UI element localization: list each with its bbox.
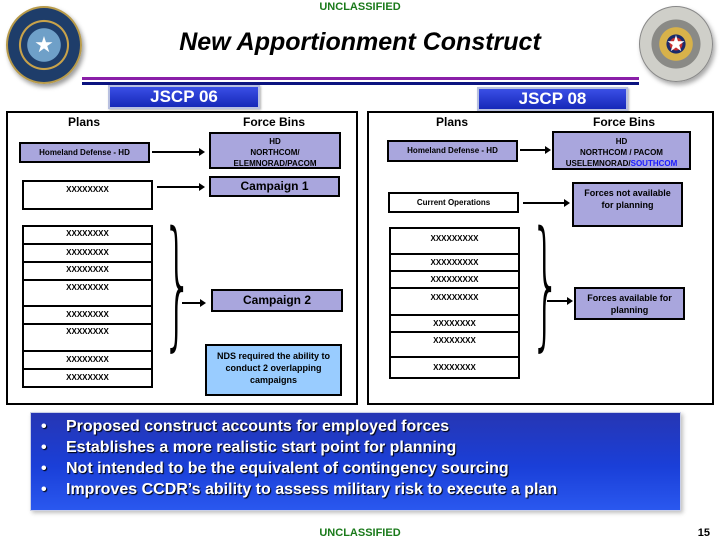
jscp06-hd-plan: Homeland Defense - HD <box>19 142 150 163</box>
plan-row: XXXXXXXX <box>22 225 153 245</box>
jscp08-hd-plan: Homeland Defense - HD <box>387 140 518 162</box>
jscp08-forces-available: Forces available for planning <box>574 287 685 320</box>
plan-row: XXXXXXXX <box>22 279 153 307</box>
jscp06-force-bins-header: Force Bins <box>243 115 306 129</box>
jscp06-campaign2: Campaign 2 <box>211 289 343 312</box>
title-divider-navy <box>82 82 639 85</box>
hd-bin-line: USELEMNORAD/SOUTHCOM <box>565 159 678 168</box>
plan-row: XXXXXXXX <box>22 243 153 263</box>
jscp08-forces-not-available: Forces not available for planning <box>572 182 683 227</box>
jscp08-force-bins-header: Force Bins <box>593 115 656 129</box>
southcom-highlight: SOUTHCOM <box>630 159 678 168</box>
bullet-icon: • <box>41 460 47 477</box>
jscp06-plan-single: XXXXXXXX <box>22 180 153 210</box>
hd-bin-line: NORTHCOM/ <box>250 148 300 157</box>
plan-row: XXXXXXXX <box>389 331 520 358</box>
hd-bin-line: HD <box>615 137 628 146</box>
plan-row: XXXXXXXX <box>389 356 520 379</box>
arrow-icon <box>523 199 570 207</box>
hd-bin-line: NORTHCOM / PACOM <box>580 148 663 157</box>
bullet-item: •Improves CCDR’s ability to assess milit… <box>41 481 558 498</box>
jscp08-current-operations: Current Operations <box>388 192 519 213</box>
page-number: 15 <box>697 527 710 539</box>
bullet-icon: • <box>41 481 47 498</box>
bullet-item: •Proposed construct accounts for employe… <box>41 418 450 435</box>
bullet-icon: • <box>41 418 47 435</box>
arrow-icon <box>547 297 573 305</box>
plan-row: XXXXXXXXX <box>389 227 520 255</box>
jscp08-hd-bin: HD NORTHCOM / PACOM USELEMNORAD/SOUTHCOM <box>552 131 691 170</box>
dod-seal-icon: ★ <box>6 6 82 84</box>
bullet-item: •Not intended to be the equivalent of co… <box>41 460 509 477</box>
classification-top: UNCLASSIFIED <box>319 1 401 13</box>
classification-bottom: UNCLASSIFIED <box>319 527 401 539</box>
jscp08-plans-header: Plans <box>436 115 469 129</box>
plan-row: XXXXXXXX <box>22 350 153 370</box>
arrow-icon <box>157 183 205 191</box>
jscp08-label: JSCP 08 <box>477 87 628 111</box>
hd-bin-line: HD <box>269 137 281 146</box>
jscp08-plan-stack: XXXXXXXXX XXXXXXXXX XXXXXXXXX XXXXXXXXX … <box>389 227 520 381</box>
page-title: New Apportionment Construct <box>179 28 541 56</box>
brace-icon: } <box>162 202 194 365</box>
arrow-icon <box>152 148 205 156</box>
bullet-icon: • <box>41 439 47 456</box>
arrow-icon <box>182 299 206 307</box>
plan-row: XXXXXXXX <box>22 368 153 388</box>
plan-row: XXXXXXXX <box>22 305 153 325</box>
jscp06-hd-bin: HD NORTHCOM/ ELEMNORAD/PACOM <box>209 132 341 169</box>
brace-icon: } <box>530 202 562 365</box>
jcs-seal-icon: ★ <box>639 6 713 82</box>
jscp06-plan-stack: XXXXXXXX XXXXXXXX XXXXXXXX XXXXXXXX XXXX… <box>22 225 153 388</box>
plan-row: XXXXXXXXX <box>389 287 520 316</box>
title-divider-purple <box>82 77 639 80</box>
bullet-item: •Establishes a more realistic start poin… <box>41 439 457 456</box>
hd-bin-line: ELEMNORAD/PACOM <box>233 159 317 168</box>
jscp06-plans-header: Plans <box>68 115 101 129</box>
plan-row: XXXXXXXX <box>22 323 153 352</box>
arrow-icon <box>520 146 551 154</box>
jscp06-label: JSCP 06 <box>108 85 260 109</box>
key-points-box: •Proposed construct accounts for employe… <box>30 412 681 511</box>
plan-row: XXXXXXXX <box>22 261 153 281</box>
jscp06-nds-note: NDS required the ability to conduct 2 ov… <box>205 344 342 396</box>
jscp06-campaign1: Campaign 1 <box>209 176 340 197</box>
